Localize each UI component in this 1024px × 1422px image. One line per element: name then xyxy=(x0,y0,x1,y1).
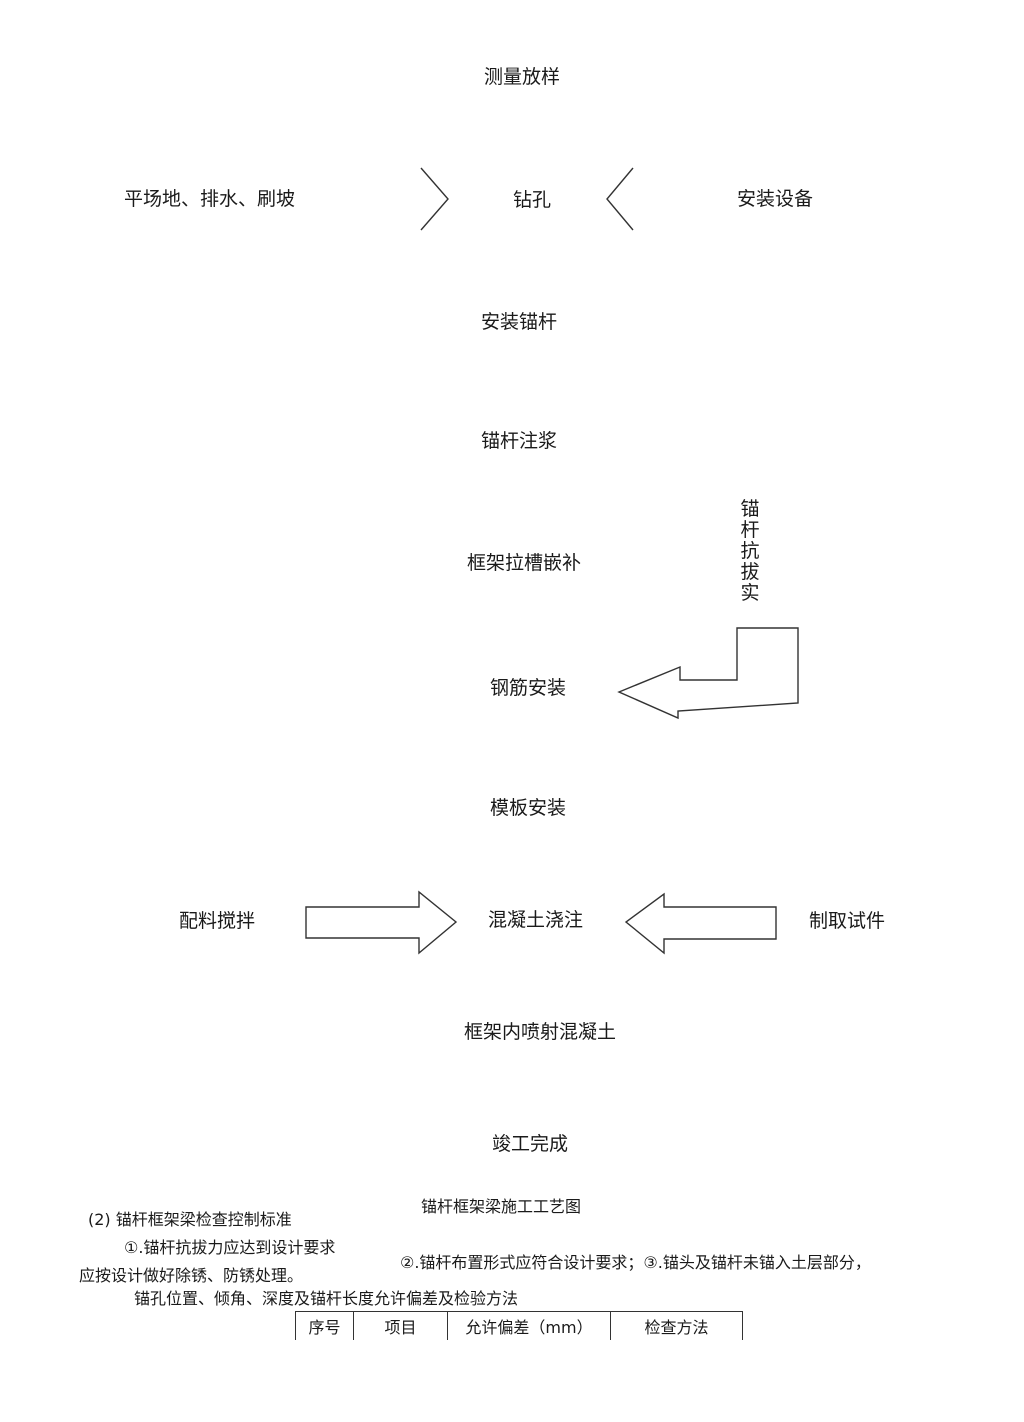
requirement-1: ①.锚杆抗拔力应达到设计要求 xyxy=(124,1238,336,1257)
step-rebar-install: 钢筋安装 xyxy=(490,677,567,699)
arrow-right-icon xyxy=(305,890,458,955)
step-pullout-test: 锚杆抗拔实 xyxy=(740,498,760,604)
requirement-3-cont: 应按设计做好除锈、防锈处理。 xyxy=(79,1266,304,1285)
step-formwork-install: 模板安装 xyxy=(490,797,567,819)
header-index: 序号 xyxy=(295,1311,354,1340)
tolerance-table: 序号 项目 允许偏差（mm） 检查方法 xyxy=(295,1311,743,1340)
table-header-row: 序号 项目 允许偏差（mm） 检查方法 xyxy=(295,1311,743,1340)
arrow-left-bent-icon xyxy=(617,627,799,720)
chevron-right-icon xyxy=(420,167,449,231)
step-install-anchor: 安装锚杆 xyxy=(481,311,558,333)
step-install-equipment: 安装设备 xyxy=(737,188,814,210)
diagram-caption: 锚杆框架梁施工工艺图 xyxy=(421,1197,582,1216)
step-drilling: 钻孔 xyxy=(513,189,552,211)
section-title: (2) 锚杆框架梁检查控制标准 xyxy=(88,1210,292,1229)
step-batching: 配料搅拌 xyxy=(179,910,256,932)
step-frame-groove: 框架拉槽嵌补 xyxy=(467,552,582,574)
step-grouting: 锚杆注浆 xyxy=(481,430,558,452)
requirement-2-3: ②.锚杆布置形式应符合设计要求；③.锚头及锚杆未锚入土层部分， xyxy=(400,1253,871,1272)
header-tolerance: 允许偏差（mm） xyxy=(447,1311,611,1340)
table-caption: 锚孔位置、倾角、深度及锚杆长度允许偏差及检验方法 xyxy=(134,1289,519,1308)
step-concrete-pour: 混凝土浇注 xyxy=(488,909,584,931)
step-survey: 测量放样 xyxy=(484,66,561,88)
header-item: 项目 xyxy=(353,1311,448,1340)
step-completion: 竣工完成 xyxy=(492,1133,569,1155)
header-method: 检查方法 xyxy=(610,1311,743,1340)
step-shotcrete: 框架内喷射混凝土 xyxy=(464,1021,617,1043)
step-site-prep: 平场地、排水、刷坡 xyxy=(124,188,296,210)
arrow-left-icon xyxy=(624,892,777,955)
step-specimen: 制取试件 xyxy=(809,910,886,932)
chevron-left-icon xyxy=(606,167,634,231)
